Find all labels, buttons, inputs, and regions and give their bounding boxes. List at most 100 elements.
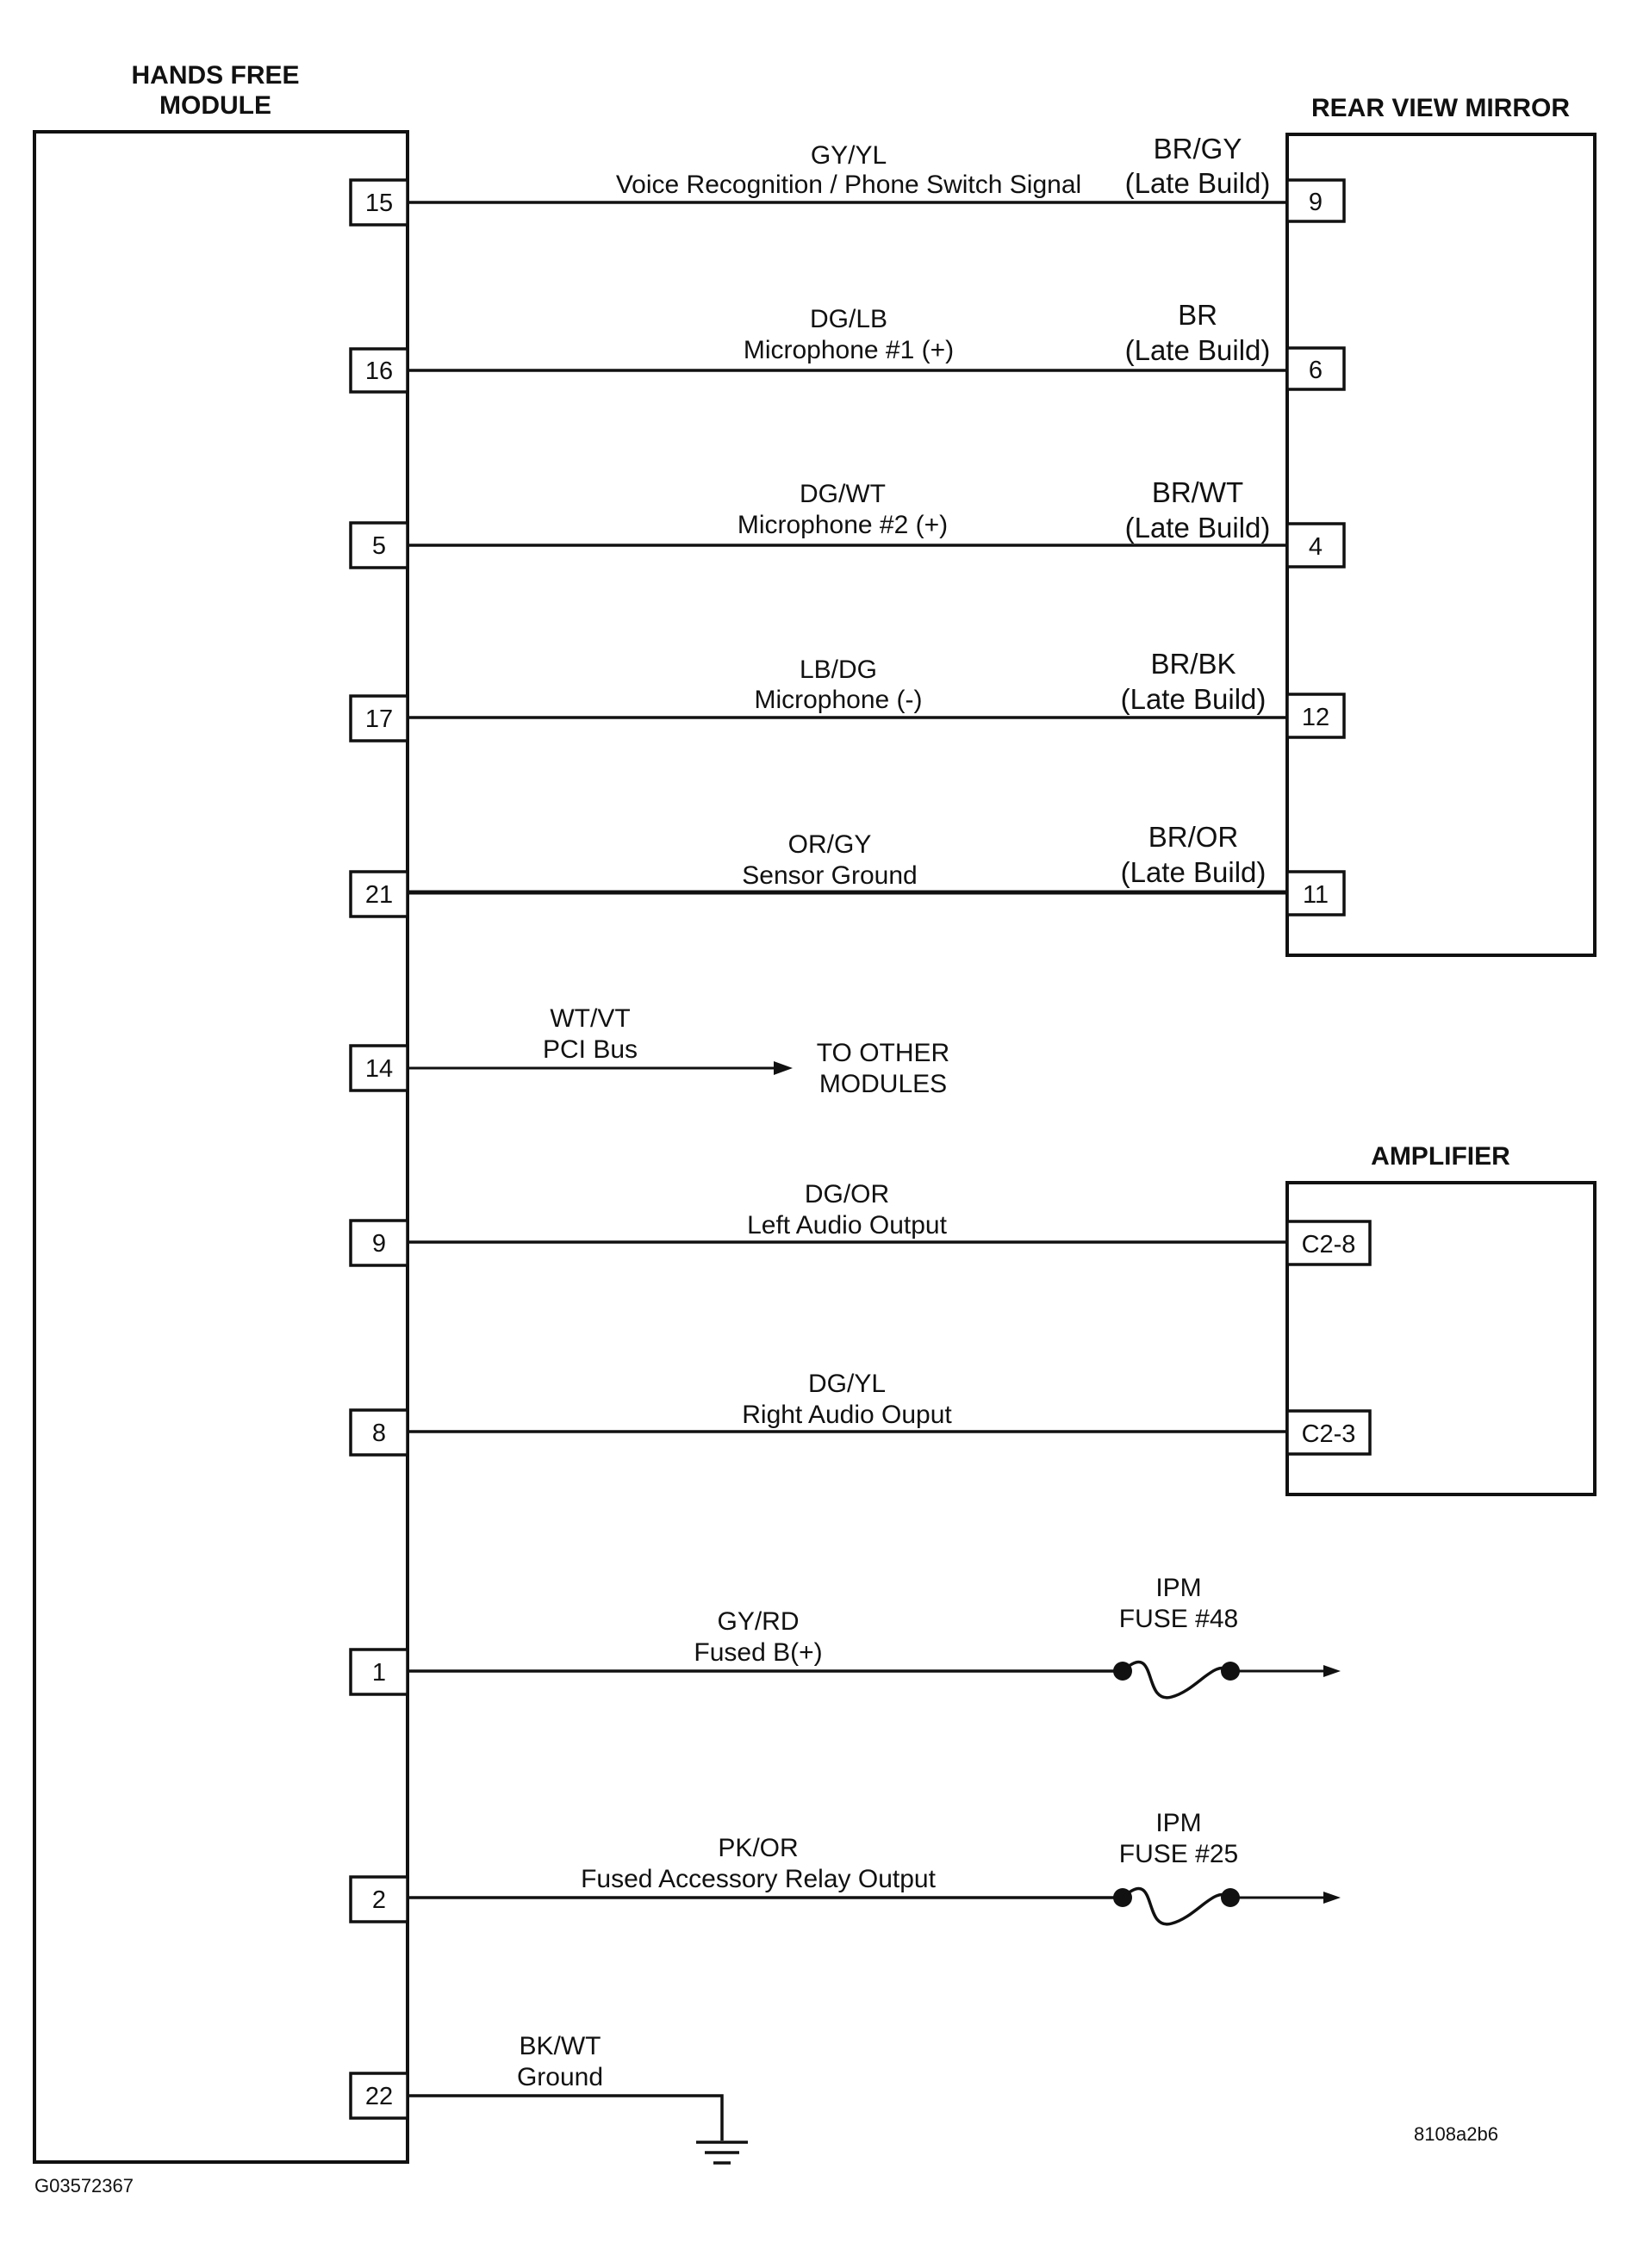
mirror-pin-number: 9 [1309, 189, 1323, 216]
module-pin-box [349, 1219, 409, 1267]
fuse-label-line1: IPM [1155, 1574, 1201, 1602]
module-pin-box [349, 1408, 409, 1457]
module-pin-number: 5 [372, 532, 386, 560]
mirror-pin-number: 6 [1309, 357, 1323, 384]
module-pin-box [349, 178, 409, 227]
fuse-label-line2: FUSE #25 [1119, 1840, 1238, 1868]
mirror-pin-number: 11 [1303, 881, 1329, 909]
wire-color-code: DG/OR [805, 1180, 889, 1209]
wire-color-code: LB/DG [800, 656, 877, 684]
circuit-pin-14: 14 WT/VT PCI Bus TO OTHER MODULES [349, 1004, 949, 1098]
wire-function: Right Audio Ouput [742, 1401, 952, 1429]
fuse-label-line2: FUSE #48 [1119, 1605, 1238, 1633]
circuit-pin-1: 1 GY/RD Fused B(+) IPM FUSE #48 [349, 1574, 1341, 1699]
image-code: G03572367 [34, 2175, 134, 2197]
amplifier-box [1285, 1181, 1597, 1496]
wire-color-code: DG/YL [808, 1370, 886, 1398]
wire-function: Sensor Ground [742, 861, 917, 890]
wire-color-code: GY/YL [811, 141, 887, 170]
mirror-pin-box [1285, 693, 1346, 739]
amplifier-pin-box [1285, 1220, 1372, 1266]
module-pin-box [349, 1044, 409, 1092]
module-pin-box [349, 2072, 409, 2120]
mirror-pin-box [1285, 178, 1346, 223]
arrow-right-icon [1323, 1665, 1341, 1677]
circuit-pin-8: 8 DG/YL Right Audio Ouput C2-3 [349, 1370, 1372, 1457]
mirror-wire-color-code: BR/BK [1150, 648, 1236, 680]
module-pin-number: 2 [372, 1886, 386, 1914]
circuit-pin-22: 22 BK/WT Ground [349, 2032, 748, 2165]
module-pin-number: 17 [365, 705, 393, 733]
hands-free-module-title-line2: MODULE [159, 91, 271, 120]
mirror-pin-number: 12 [1302, 704, 1329, 731]
wire-color-code: PK/OR [718, 1834, 798, 1862]
circuit-pin-9: 9 DG/OR Left Audio Output C2-8 [349, 1180, 1372, 1267]
wire-function: Left Audio Output [747, 1211, 948, 1240]
arrow-right-icon [774, 1061, 793, 1075]
wire-function: Microphone #1 (+) [744, 336, 954, 364]
wire-function: Microphone #2 (+) [738, 511, 948, 539]
wire-function: Fused B(+) [694, 1638, 822, 1667]
fuse-icon [1121, 1660, 1232, 1699]
mirror-pin-number: 4 [1309, 533, 1323, 561]
hands-free-module-box [33, 130, 409, 2164]
mirror-wire-color-code: BR/WT [1152, 476, 1243, 508]
module-pin-number: 21 [365, 881, 393, 909]
module-pin-number: 1 [372, 1659, 386, 1687]
mirror-build-note: (Late Build) [1121, 856, 1267, 888]
wire-function: Voice Recognition / Phone Switch Signal [616, 171, 1081, 199]
figure-code: 8108a2b6 [1414, 2123, 1498, 2145]
fuse-icon [1121, 1886, 1232, 1926]
module-pin-number: 14 [365, 1055, 393, 1083]
mirror-build-note: (Late Build) [1125, 512, 1271, 544]
mirror-pin-box [1285, 870, 1346, 917]
module-pin-box [349, 347, 409, 394]
fuse-label-line1: IPM [1155, 1809, 1201, 1837]
wire-color-code: DG/LB [810, 305, 887, 333]
module-pin-box [349, 1648, 409, 1696]
mirror-pin-box [1285, 346, 1346, 391]
amplifier-pin-box [1285, 1409, 1372, 1456]
hands-free-module-title-line1: HANDS FREE [131, 61, 299, 90]
circuit-pin-2: 2 PK/OR Fused Accessory Relay Output IPM… [349, 1809, 1341, 1926]
rear-view-mirror-title: REAR VIEW MIRROR [1311, 94, 1570, 122]
wire-function: PCI Bus [543, 1035, 638, 1064]
module-pin-box [349, 870, 409, 918]
mirror-wire-color-code: BR/GY [1154, 133, 1242, 165]
module-pin-number: 15 [365, 190, 393, 217]
mirror-wire-color-code: BR/OR [1148, 821, 1239, 853]
mirror-build-note: (Late Build) [1121, 683, 1267, 715]
wire-color-code: GY/RD [717, 1607, 799, 1636]
module-pin-box [349, 521, 409, 569]
wire [408, 2094, 724, 2141]
module-pin-number: 9 [372, 1230, 386, 1258]
amplifier-pin-number: C2-8 [1302, 1231, 1356, 1258]
wire-color-code: DG/WT [800, 480, 886, 508]
amplifier-pin-number: C2-3 [1302, 1420, 1356, 1448]
circuit-pin-15: 15 GY/YL Voice Recognition / Phone Switc… [349, 133, 1346, 227]
module-pin-number: 8 [372, 1420, 386, 1447]
circuit-pin-5: 5 DG/WT Microphone #2 (+) BR/WT (Late Bu… [349, 476, 1346, 569]
destination-line1: TO OTHER [817, 1039, 949, 1067]
mirror-wire-color-code: BR [1178, 299, 1217, 331]
amplifier-title: AMPLIFIER [1371, 1142, 1510, 1171]
circuit-pin-17: 17 LB/DG Microphone (-) BR/BK (Late Buil… [349, 648, 1346, 743]
mirror-build-note: (Late Build) [1125, 167, 1271, 199]
mirror-build-note: (Late Build) [1125, 334, 1271, 366]
wire-color-code: OR/GY [788, 830, 872, 859]
module-pin-box [349, 1875, 409, 1923]
module-pin-number: 16 [365, 357, 393, 385]
wire-function: Microphone (-) [754, 686, 922, 714]
arrow-right-icon [1323, 1892, 1341, 1904]
wire-function: Ground [517, 2063, 603, 2091]
mirror-pin-box [1285, 522, 1346, 569]
wire-function: Fused Accessory Relay Output [581, 1865, 937, 1893]
wire-color-code: WT/VT [550, 1004, 630, 1033]
circuit-pin-16: 16 DG/LB Microphone #1 (+) BR (Late Buil… [349, 299, 1346, 394]
destination-line2: MODULES [819, 1070, 947, 1098]
wire-color-code: BK/WT [520, 2032, 601, 2060]
circuit-pin-21: 21 OR/GY Sensor Ground BR/OR (Late Build… [349, 821, 1346, 918]
module-pin-box [349, 694, 409, 743]
module-pin-number: 22 [365, 2083, 393, 2110]
